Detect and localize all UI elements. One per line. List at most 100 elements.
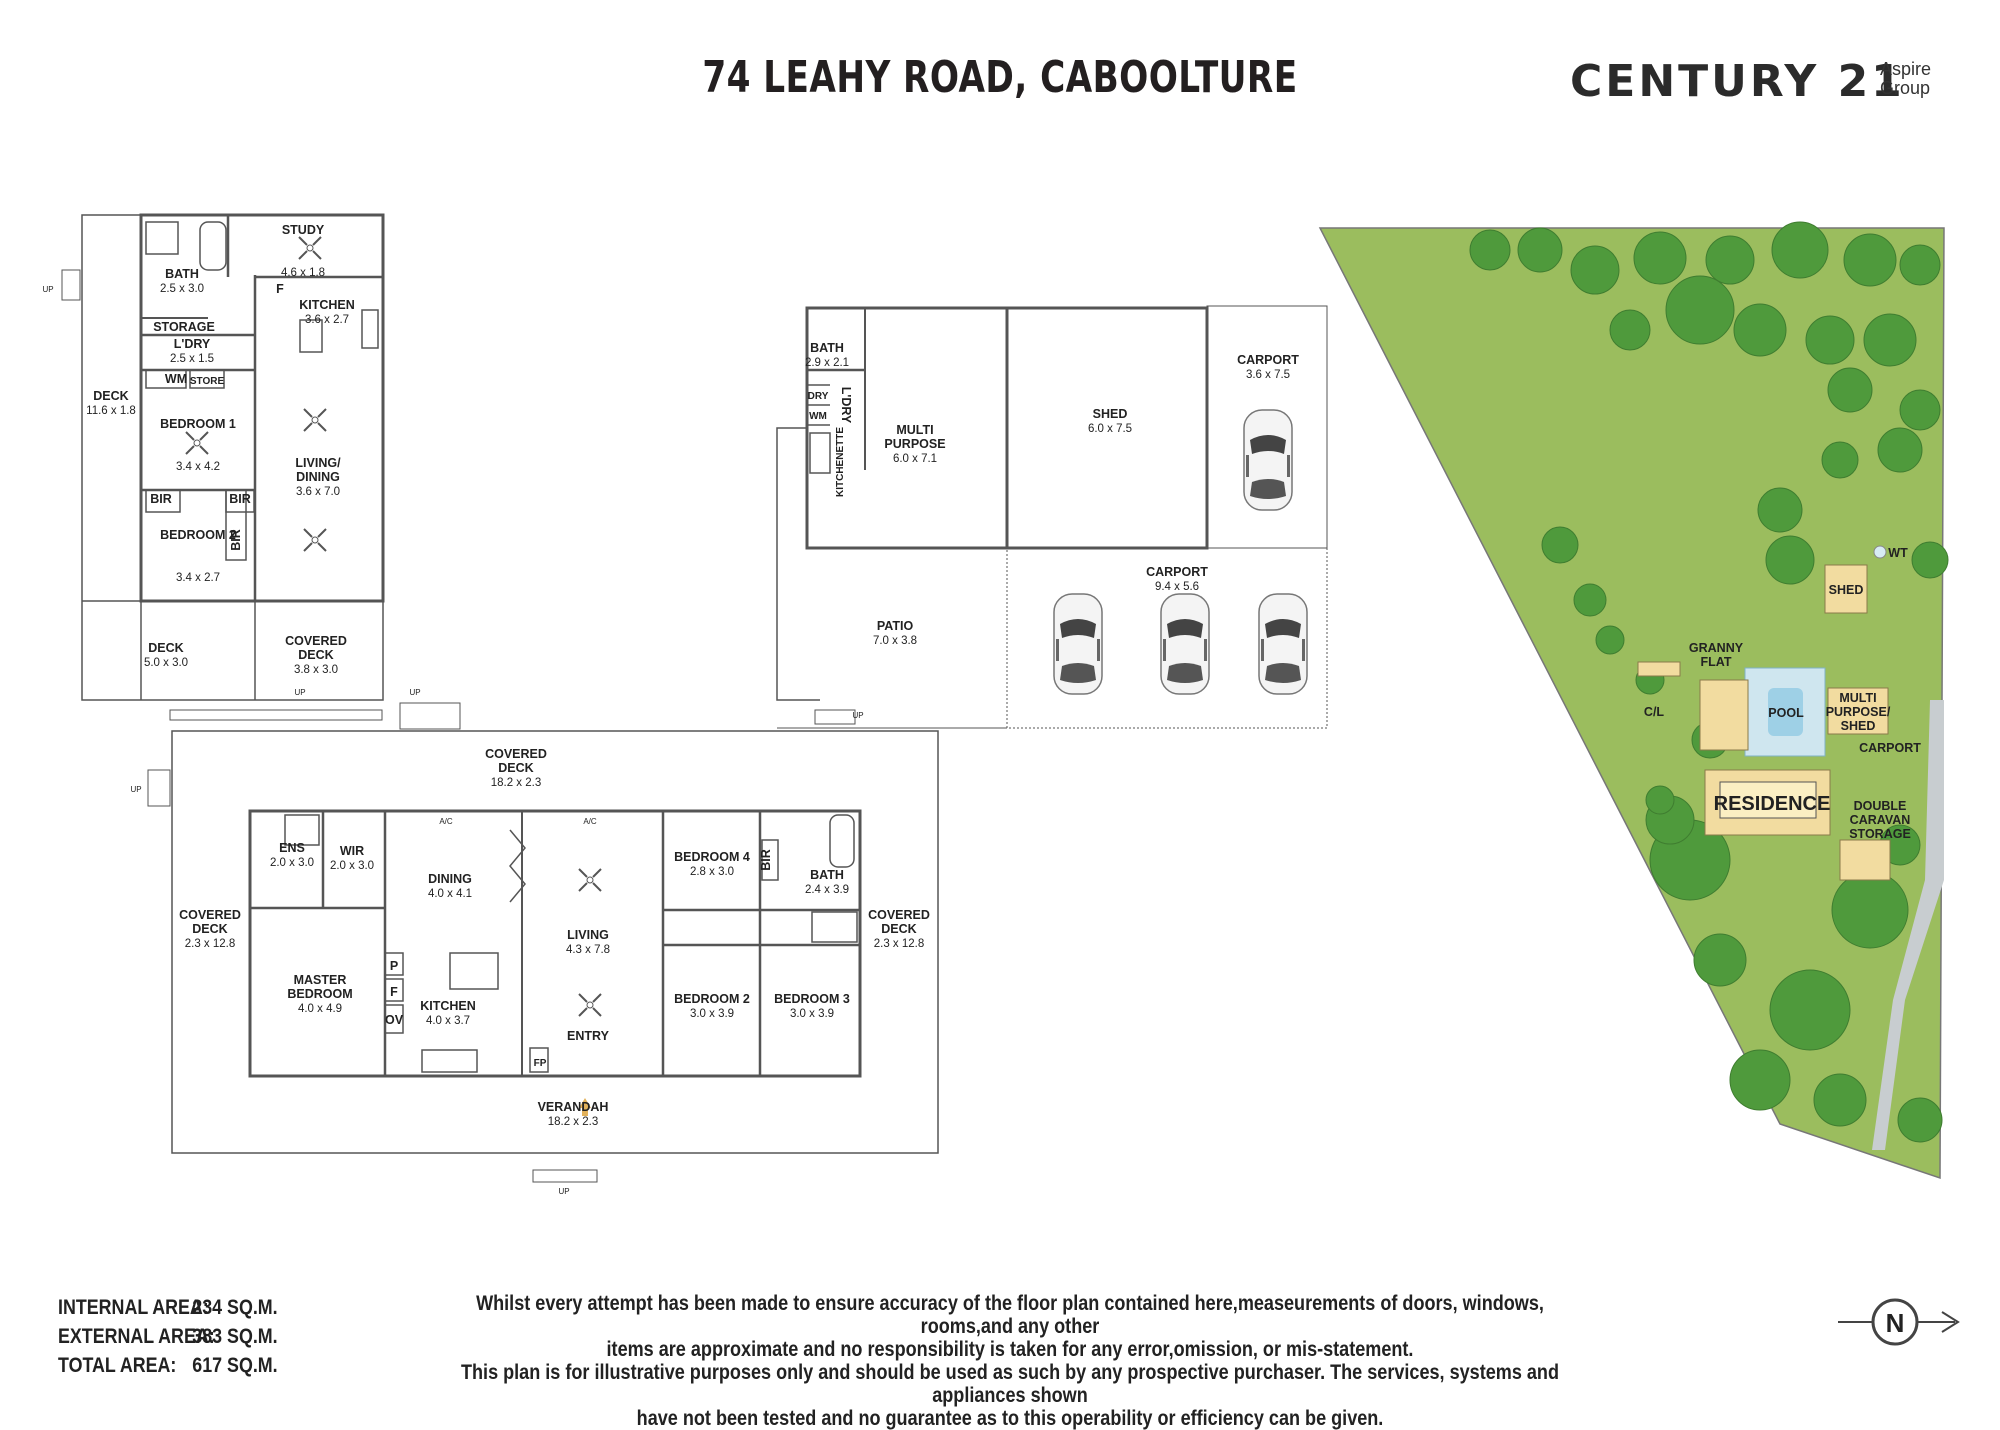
dims-covered-deck-top: 18.2 x 2.3 [491,777,542,789]
label-ens: ENS [279,841,305,855]
site-shed [1824,564,1868,614]
external-area-value: 383 SQ.M. [192,1325,278,1348]
label-site-cl: C/L [1644,705,1665,719]
compass-north-label: N [1886,1308,1905,1338]
label-living1: LIVING/ [295,456,341,470]
disclaimer-line1: Whilst every attempt has been made to en… [476,1292,1544,1338]
label-site-carport: CARPORT [1859,741,1921,755]
dims-ens: 2.0 x 3.0 [270,857,314,869]
dims-bedroom2: 3.4 x 2.7 [176,572,220,584]
brand-sub-line1: Aspire [1880,59,1932,79]
label-res-bir: BIR [759,849,773,871]
dims-living: 3.6 x 7.0 [296,486,340,498]
label-ob-dry: DRY [808,391,829,402]
label-store: STORE [190,376,225,387]
label-wir: WIR [340,844,364,858]
label-site-shed: SHED [1829,583,1864,597]
dims-res-bedroom3: 3.0 x 3.9 [790,1008,834,1020]
dims-res-bath: 2.4 x 3.9 [805,884,849,896]
label-carport2: CARPORT [1146,565,1208,579]
label-site-residence: RESIDENCE [1714,793,1831,815]
residence-labels: COVERED DECK 18.2 x 2.3 A/C A/C ENS 2.0 … [130,747,929,1196]
label-covered-deck-right2: DECK [881,922,916,936]
label-site-pool: POOL [1768,706,1804,720]
label-ob-kitchenette: KITCHENETTE [835,427,846,497]
label-ac2: A/C [583,817,597,826]
external-area-row: EXTERNAL AREA: 383 SQ.M. [58,1325,278,1349]
label-ob-wm: WM [809,411,827,422]
label-bir2: BIR [229,492,251,506]
dims-bath: 2.5 x 3.0 [160,283,204,295]
site-caravan [1839,839,1891,881]
label-site-caravan3: STORAGE [1849,827,1911,841]
label-up-granny-right: UP [409,688,420,697]
site-granny-flat [1699,679,1749,751]
page-title: 74 LEAHY ROAD, CABOOLTURE [702,52,1298,103]
label-site-multi3: SHED [1841,719,1876,733]
internal-area-label: INTERNAL AREA: [58,1296,209,1319]
label-verandah: VERANDAH [538,1100,609,1114]
label-patio: PATIO [877,619,914,633]
label-bedroom1: BEDROOM 1 [160,417,236,431]
north-compass-icon: N [1838,1298,1960,1346]
dims-deck-front: 5.0 x 3.0 [144,657,188,669]
label-oven: OV [385,1013,404,1027]
label-kitchen: KITCHEN [299,298,355,312]
outbuildings-plan [776,305,1328,729]
label-ob-multi2: PURPOSE [884,437,945,451]
dims-ob-bath: 2.9 x 2.1 [805,357,849,369]
dims-covered-deck: 3.8 x 3.0 [294,664,338,676]
dims-verandah: 18.2 x 2.3 [548,1116,599,1128]
label-deck-side: DECK [93,389,128,403]
dims-ob-shed: 6.0 x 7.5 [1088,423,1132,435]
label-master1: MASTER [294,973,347,987]
label-site-wt: WT [1888,546,1908,560]
brand-sub-line2: Group [1880,78,1931,98]
dims-master: 4.0 x 4.9 [298,1003,342,1015]
residence-walls [248,809,862,1078]
granny-flat-plan [61,213,385,721]
dims-res-bedroom2: 3.0 x 3.9 [690,1008,734,1020]
label-study: STUDY [282,223,325,237]
label-site-caravan1: DOUBLE [1854,799,1907,813]
disclaimer: Whilst every attempt has been made to en… [451,1292,1569,1430]
total-area-row: TOTAL AREA: 617 SQ.M. [58,1354,278,1378]
label-ac1: A/C [439,817,453,826]
label-master2: BEDROOM [287,987,352,1001]
site-multi-shed [1827,687,1889,735]
brand-logo: CENTURY 21 [1570,56,1905,107]
dims-study: 4.6 x 1.8 [281,267,325,279]
disclaimer-line3: This plan is for illustrative purposes o… [460,1361,1560,1407]
internal-area-row: INTERNAL AREA: 234 SQ.M. [58,1296,278,1320]
label-res-bath: BATH [810,868,844,882]
outbuildings-labels: BATH 2.9 x 2.1 DRY WM L'DRY KITCHENETTE … [805,341,1299,720]
dims-carport1: 3.6 x 7.5 [1246,369,1290,381]
driveway [1872,700,1944,1150]
label-living: LIVING [567,928,609,942]
label-up-granny-side: UP [42,285,53,294]
dims-wir: 2.0 x 3.0 [330,860,374,872]
label-covered-deck2: DECK [298,648,333,662]
dims-living: 4.3 x 7.8 [566,944,610,956]
label-up-patio: UP [852,711,863,720]
label-covered-deck-top2: DECK [498,761,533,775]
label-carport1: CARPORT [1237,353,1299,367]
entry-arrow-icon [579,1098,591,1116]
dims-ob-multi: 6.0 x 7.1 [893,453,937,465]
label-res-bedroom3: BEDROOM 3 [774,992,850,1006]
site-boundary [1318,227,1945,1180]
label-covered-deck-top1: COVERED [485,747,547,761]
dims-res-kitchen: 4.0 x 3.7 [426,1015,470,1027]
label-covered-deck-left2: DECK [192,922,227,936]
label-res-fridge: F [390,985,398,999]
label-dining: DINING [428,872,472,886]
total-area-label: TOTAL AREA: [58,1354,177,1377]
residence-deck-outline [171,730,939,1154]
label-living2: DINING [296,470,340,484]
water-tank-icon [1873,545,1887,559]
label-deck-front: DECK [148,641,183,655]
disclaimer-line2: items are approximate and no responsibil… [606,1338,1414,1361]
label-site-granny1: GRANNY [1689,641,1744,655]
label-storage: STORAGE [153,320,215,334]
